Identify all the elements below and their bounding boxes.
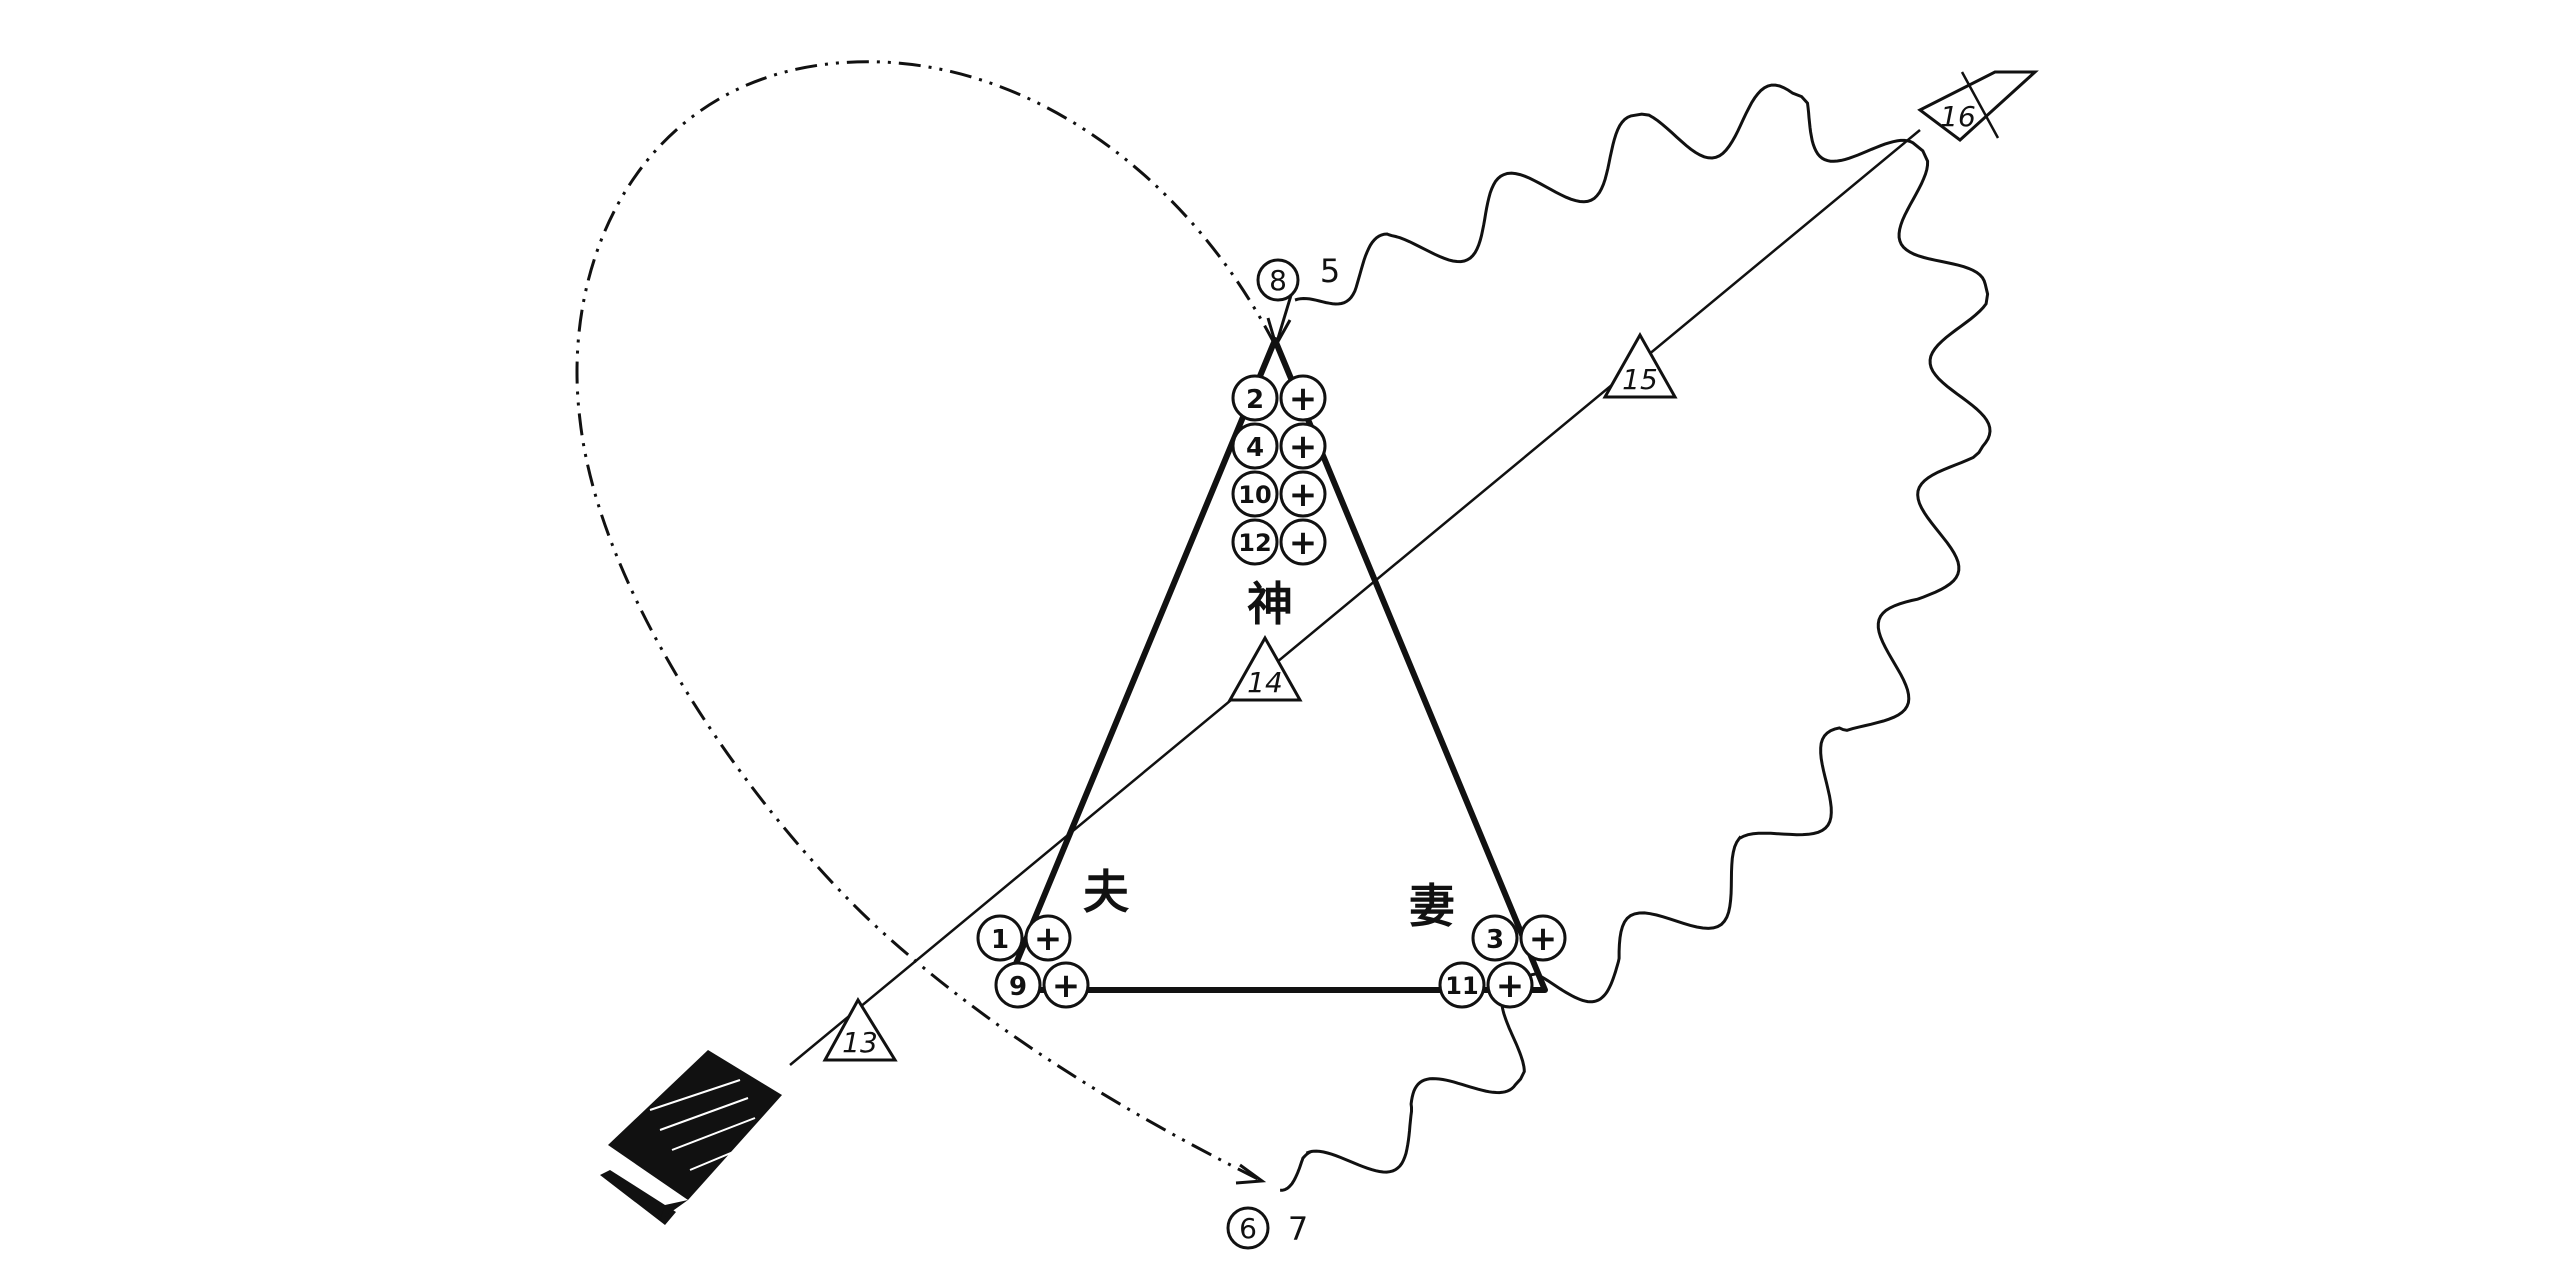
top-circle-row: 4 + — [1231, 422, 1327, 470]
marker-15: 15 — [1602, 331, 1678, 399]
apex-circled-label: 8 — [1269, 264, 1287, 297]
right-circle-num: 3 — [1486, 925, 1504, 955]
left-circle-num: 1 — [991, 925, 1009, 955]
top-circle-num: 10 — [1238, 481, 1271, 509]
top-circle-stack: 2 + 4 + 10 + 12 + — [1231, 374, 1327, 566]
top-circle-sign: + — [1289, 475, 1318, 515]
label-right-kanji: 妻 — [1409, 879, 1455, 933]
top-circle-num: 4 — [1246, 433, 1264, 463]
marker-13-label: 13 — [842, 1026, 878, 1059]
right-circle-stack: 3 + 11 + — [1438, 914, 1567, 1009]
left-circle-sign: + — [1052, 966, 1081, 1006]
marker-13: 13 — [822, 997, 898, 1062]
bottom-marker: 6 7 — [1226, 1206, 1308, 1250]
apex-marker: 8 5 — [1256, 252, 1340, 302]
marker-14-label: 14 — [1247, 666, 1283, 699]
arrow-shaft — [789, 129, 1921, 1066]
arrow-fletching — [600, 1050, 782, 1225]
right-circle-num: 11 — [1445, 972, 1478, 1000]
left-circle-num: 9 — [1009, 972, 1027, 1002]
bottom-plain-label: 7 — [1288, 1210, 1308, 1248]
loop-arrowhead — [1235, 1163, 1267, 1185]
label-left-kanji: 夫 — [1083, 865, 1130, 919]
marker-14: 14 — [1227, 634, 1303, 702]
bottom-circled-label: 6 — [1239, 1212, 1257, 1245]
top-circle-row: 2 + — [1231, 374, 1327, 422]
wavy-line-path — [1280, 83, 1992, 1192]
left-circle-sign: + — [1034, 919, 1063, 959]
right-circle-sign: + — [1496, 966, 1525, 1006]
marker-16-diamond: 16 — [1917, 70, 2039, 142]
dash-dot-loop-path — [575, 60, 1277, 1182]
apex-arrow-shaft — [1274, 291, 1294, 346]
top-circle-num: 2 — [1246, 385, 1264, 415]
top-circle-row: 12 + — [1231, 518, 1327, 566]
triangle — [1002, 337, 1548, 993]
label-top-kanji: 神 — [1247, 577, 1293, 631]
marker-15-label: 15 — [1622, 363, 1658, 396]
top-circle-num: 12 — [1238, 529, 1271, 557]
marker-16-label: 16 — [1940, 100, 1976, 133]
top-circle-sign: + — [1289, 379, 1318, 419]
top-circle-sign: + — [1289, 523, 1318, 563]
right-circle-sign: + — [1529, 919, 1558, 959]
apex-plain-label: 5 — [1320, 252, 1340, 290]
left-circle-stack: 1 + 9 + — [976, 914, 1090, 1009]
top-circle-sign: + — [1289, 427, 1318, 467]
top-circle-row: 10 + — [1231, 470, 1327, 518]
